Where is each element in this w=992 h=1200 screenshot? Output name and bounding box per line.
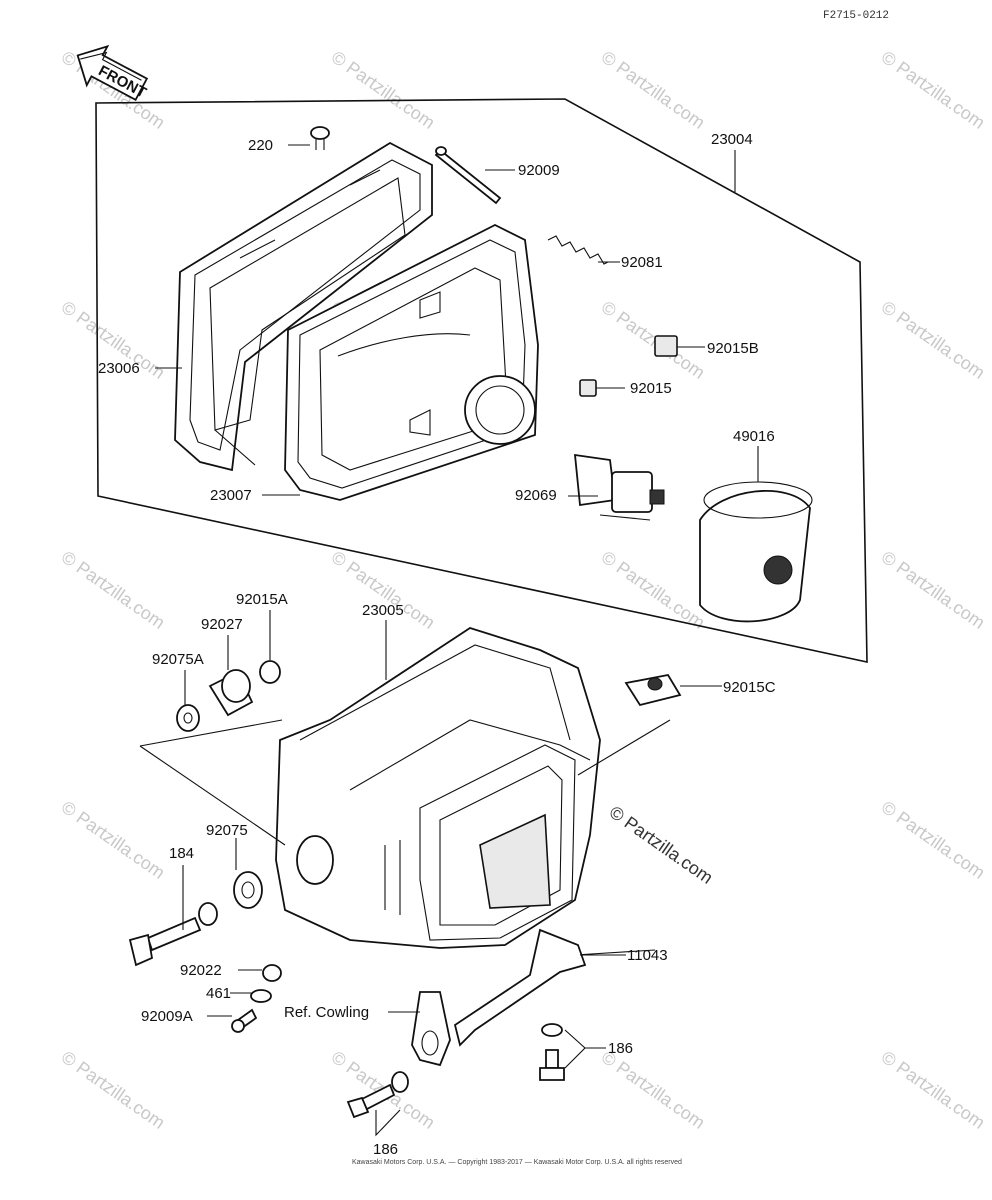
watermark: © Partzilla.com bbox=[58, 547, 169, 633]
part-label-461: 461 bbox=[206, 985, 231, 1002]
diagram-code: F2715-0212 bbox=[823, 10, 889, 22]
headlight-unit bbox=[284, 223, 539, 501]
part-label-92015b: 92015B bbox=[707, 340, 759, 357]
partzilla-copyright: © Partzilla.com bbox=[606, 802, 717, 888]
watermark: © Partzilla.com bbox=[598, 547, 709, 633]
headlight-housing-23005 bbox=[275, 627, 601, 949]
screw-92009-icon bbox=[434, 146, 502, 205]
part-label-92015a: 92015A bbox=[236, 591, 288, 608]
part-label-ref-cowling: Ref. Cowling bbox=[284, 1004, 369, 1021]
bolt-186-right-icon bbox=[539, 1023, 565, 1081]
part-label-92075a: 92075A bbox=[152, 651, 204, 668]
washer-461-icon bbox=[250, 989, 272, 1003]
part-label-92022: 92022 bbox=[180, 962, 222, 979]
watermark: © Partzilla.com bbox=[598, 47, 709, 133]
watermark: © Partzilla.com bbox=[598, 297, 709, 383]
bulb-92069-icon bbox=[573, 453, 665, 521]
part-label-23007: 23007 bbox=[210, 487, 252, 504]
bulb-cover-49016-icon bbox=[699, 481, 813, 623]
watermark: © Partzilla.com bbox=[58, 797, 169, 883]
screw-92009a-icon bbox=[231, 1008, 258, 1033]
part-label-23005: 23005 bbox=[362, 602, 404, 619]
part-label-92009a: 92009A bbox=[141, 1008, 193, 1025]
grommet-92075-icon bbox=[233, 871, 263, 909]
part-label-92081: 92081 bbox=[621, 254, 663, 271]
part-label-184: 184 bbox=[169, 845, 194, 862]
watermark: © Partzilla.com bbox=[878, 797, 989, 883]
nut-92015b-icon bbox=[654, 335, 678, 357]
nut-92015a-icon bbox=[259, 660, 281, 684]
watermark: © Partzilla.com bbox=[878, 1047, 989, 1133]
copyright-text: Kawasaki Motors Corp. U.S.A. — Copyright… bbox=[352, 1159, 682, 1166]
watermark: © Partzilla.com bbox=[598, 1047, 709, 1133]
nut-92015c-icon bbox=[624, 673, 682, 707]
watermark: © Partzilla.com bbox=[328, 47, 439, 133]
bolt-184-icon bbox=[128, 902, 218, 967]
part-label-92009: 92009 bbox=[518, 162, 560, 179]
part-label-23004: 23004 bbox=[711, 131, 753, 148]
spring-92081-icon bbox=[547, 235, 609, 265]
washer-92075a-icon bbox=[176, 704, 200, 732]
watermark: © Partzilla.com bbox=[878, 297, 989, 383]
part-label-220: 220 bbox=[248, 137, 273, 154]
part-label-186-bottom: 186 bbox=[373, 1141, 398, 1158]
screw-220-icon bbox=[310, 126, 330, 150]
part-label-11043: 11043 bbox=[627, 947, 668, 964]
collar-92022-icon bbox=[262, 964, 282, 982]
bracket-11043-icon bbox=[411, 928, 587, 1067]
headlight-rim bbox=[174, 141, 433, 472]
watermark: © Partzilla.com bbox=[328, 547, 439, 633]
collar-92027-icon bbox=[208, 669, 254, 717]
part-label-92015c: 92015C bbox=[723, 679, 776, 696]
part-label-92015: 92015 bbox=[630, 380, 672, 397]
bolt-186-bottom-icon bbox=[346, 1071, 409, 1119]
part-label-92069: 92069 bbox=[515, 487, 557, 504]
part-label-23006: 23006 bbox=[98, 360, 140, 377]
part-label-49016: 49016 bbox=[733, 428, 775, 445]
part-label-92027: 92027 bbox=[201, 616, 243, 633]
nut-92015-icon bbox=[579, 379, 597, 397]
watermark: © Partzilla.com bbox=[58, 1047, 169, 1133]
watermark: © Partzilla.com bbox=[878, 547, 989, 633]
part-label-186-right: 186 bbox=[608, 1040, 633, 1057]
assembly-outline bbox=[95, 98, 868, 663]
watermark: © Partzilla.com bbox=[878, 47, 989, 133]
part-label-92075: 92075 bbox=[206, 822, 248, 839]
